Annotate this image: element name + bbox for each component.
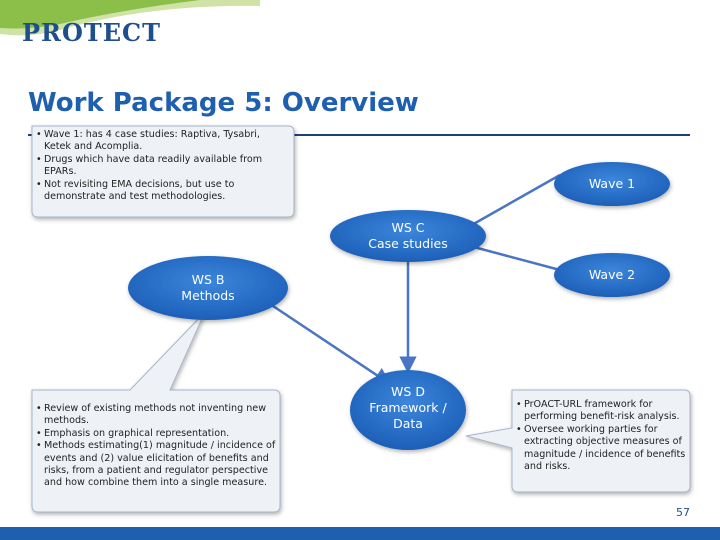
title-divider [28, 134, 690, 136]
callout-bottom-left: Review of existing methods not inventing… [36, 403, 276, 490]
callout-item: Drugs which have data readily available … [36, 154, 288, 179]
callout-top-left: Wave 1: has 4 case studies: Raptiva, Tys… [36, 129, 288, 203]
page-number: 57 [676, 506, 690, 519]
callout-item: Review of existing methods not inventing… [36, 403, 276, 428]
node-ws-b-line: WS B [191, 272, 225, 287]
node-ws-d-line: Data [393, 416, 423, 431]
node-ws-b-line: Methods [181, 288, 235, 303]
node-ws-c [330, 210, 486, 262]
node-wave-1 [554, 162, 670, 206]
node-ws-c-line: Case studies [368, 236, 448, 251]
node-ws-d-label: WS D Framework / Data [350, 384, 466, 432]
bottom-bar [0, 527, 720, 540]
callout-item: Not revisiting EMA decisions, but use to… [36, 179, 288, 204]
node-ws-d-line: Framework / [369, 400, 447, 415]
node-wave-2-label: Wave 2 [588, 267, 636, 282]
callout-item: Oversee working parties for extracting o… [516, 424, 688, 474]
connector-wsb-wsd [269, 302, 392, 386]
node-wave-2 [554, 253, 670, 297]
node-ws-b [128, 256, 288, 320]
page-title: Work Package 5: Overview [28, 88, 419, 118]
logo-text: PROTECT [22, 18, 162, 47]
connector-wsc-wave2 [469, 244, 561, 272]
callout-bottom-right: PrOACT-URL framework for performing bene… [516, 399, 688, 473]
node-ws-d [350, 370, 466, 450]
node-ws-c-line: WS C [391, 220, 425, 235]
callout-item: Wave 1: has 4 case studies: Raptiva, Tys… [36, 129, 288, 154]
callout-item: PrOACT-URL framework for performing bene… [516, 399, 688, 424]
callout-item: Emphasis on graphical representation. [36, 428, 276, 441]
node-ws-b-label: WS B Methods [128, 272, 288, 304]
logo: PROTECT [0, 0, 260, 60]
node-ws-d-line: WS D [391, 384, 425, 399]
connector-wsc-wave1 [469, 173, 561, 228]
node-wave-1-label: Wave 1 [588, 176, 636, 191]
node-ws-c-label: WS C Case studies [330, 220, 486, 252]
callout-item: Methods estimating(1) magnitude / incide… [36, 440, 276, 490]
logo-swoosh [0, 0, 260, 36]
